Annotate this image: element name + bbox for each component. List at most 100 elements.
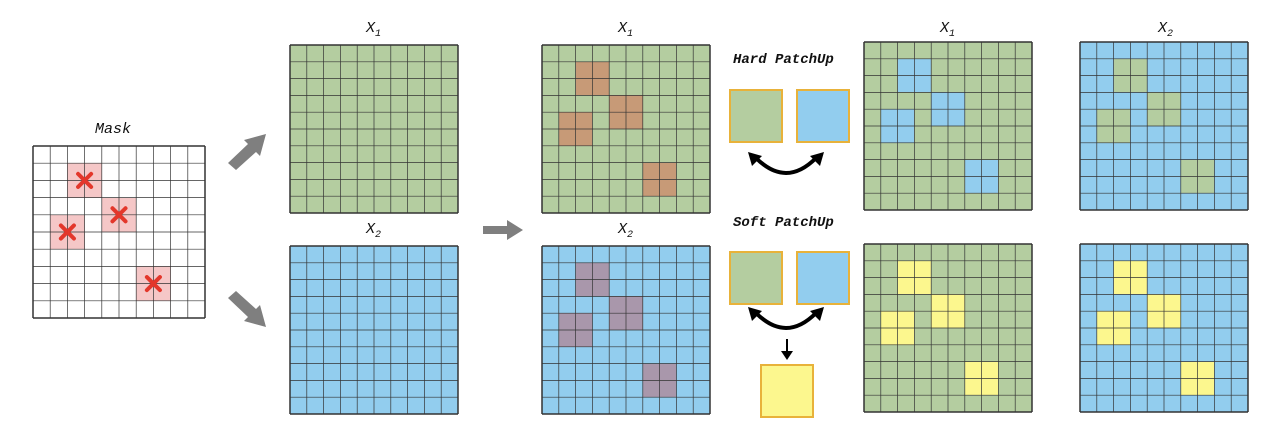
patch-cell — [642, 380, 660, 398]
x1-label-col1: X1 — [366, 20, 382, 40]
patch-cell — [1180, 361, 1198, 379]
patch-cell — [626, 112, 643, 129]
patch-cell — [931, 92, 948, 110]
yellow-swatch-soft — [760, 364, 814, 418]
patch-cell — [1096, 328, 1114, 345]
cross-icon — [58, 223, 76, 241]
patch-cell — [897, 328, 915, 345]
patch-cell — [1113, 75, 1131, 93]
patch-cell — [558, 330, 576, 347]
patch-cell — [1164, 294, 1181, 312]
x1-soft-result-grid — [863, 243, 1033, 413]
patch-cell — [1113, 126, 1131, 143]
patch-cell — [981, 159, 999, 177]
patch-cell — [931, 311, 948, 328]
patch-cell — [1130, 260, 1148, 278]
arrow-head-left — [748, 307, 762, 321]
patch-cell — [914, 58, 932, 76]
patch-cell — [659, 179, 677, 197]
green-swatch-soft — [729, 251, 783, 305]
patch-cell — [948, 294, 965, 312]
patch-cell — [914, 277, 932, 295]
patch-cell — [575, 129, 593, 146]
patch-cell — [1180, 159, 1198, 177]
patch-cell — [1197, 378, 1215, 396]
patch-cell — [609, 313, 626, 330]
arrow-head — [228, 134, 266, 170]
x2-masked-grid — [541, 245, 711, 415]
cross-icon — [144, 275, 162, 293]
arrow-head-left — [748, 152, 762, 166]
patch-cell — [642, 179, 660, 197]
patch-cell — [626, 296, 643, 314]
patch-cell — [964, 378, 982, 396]
patch-cell — [1197, 176, 1215, 194]
patch-cell — [948, 109, 965, 126]
patch-cell — [609, 296, 626, 314]
x1-masked-grid — [541, 44, 711, 214]
patch-cell — [575, 313, 593, 330]
patch-cell — [592, 78, 610, 96]
mask-grid — [32, 145, 206, 319]
patch-cell — [642, 162, 660, 180]
patch-cell — [914, 260, 932, 278]
arrow-head — [228, 291, 266, 327]
patch-cell — [659, 363, 677, 381]
patch-cell — [1164, 92, 1181, 110]
arrow-to-masked — [483, 220, 523, 240]
patch-cell — [981, 378, 999, 396]
patch-cell — [558, 313, 576, 330]
patch-cell — [558, 129, 576, 146]
patch-cell — [914, 75, 932, 93]
patch-cell — [964, 361, 982, 379]
patch-cell — [626, 95, 643, 113]
patch-cell — [659, 380, 677, 398]
arrow-mask-to-x1 — [228, 134, 266, 170]
x2-label-col2: X2 — [618, 221, 634, 241]
cross-icon — [76, 171, 94, 189]
patch-cell — [1130, 58, 1148, 76]
swap-arrow-soft — [748, 307, 824, 330]
patch-cell — [575, 279, 593, 297]
patch-cell — [642, 363, 660, 381]
x1-label-col3: X1 — [940, 20, 956, 40]
swap-arrow-hard — [748, 152, 824, 175]
mask-label: Mask — [95, 121, 132, 138]
patch-cell — [1147, 311, 1164, 328]
x2-label-col1: X2 — [366, 221, 382, 241]
patch-cell — [1147, 294, 1164, 312]
patch-cell — [897, 58, 915, 76]
patch-cell — [897, 277, 915, 295]
patch-cell — [1113, 260, 1131, 278]
patch-cell — [1113, 311, 1131, 328]
patch-cell — [964, 159, 982, 177]
patch-cell — [931, 294, 948, 312]
patch-cell — [609, 95, 626, 113]
patch-cell — [575, 262, 593, 280]
patch-cell — [880, 311, 898, 328]
blue-swatch-soft — [796, 251, 850, 305]
patch-cell — [575, 330, 593, 347]
patch-cell — [1130, 75, 1148, 93]
patch-cell — [981, 361, 999, 379]
patch-cell — [1147, 92, 1164, 110]
patch-cell — [1147, 109, 1164, 126]
patch-cell — [659, 162, 677, 180]
arrow-head-down — [781, 351, 793, 360]
patch-cell — [575, 78, 593, 96]
soft-patchup-label: Soft PatchUp — [733, 215, 834, 231]
patch-cell — [592, 262, 610, 280]
patch-cell — [1130, 277, 1148, 295]
patch-cell — [1096, 109, 1114, 126]
x1-hard-result-grid — [863, 41, 1033, 211]
patch-cell — [897, 126, 915, 143]
patch-cell — [1113, 109, 1131, 126]
arrow-head-right — [810, 152, 824, 166]
x2-label-col4: X2 — [1158, 20, 1174, 40]
patch-cell — [558, 112, 576, 129]
down-arrow-soft — [781, 339, 793, 360]
patch-cell — [592, 61, 610, 79]
patch-cell — [880, 126, 898, 143]
arrow-head-right — [810, 307, 824, 321]
x1-label-col2: X1 — [618, 20, 634, 40]
